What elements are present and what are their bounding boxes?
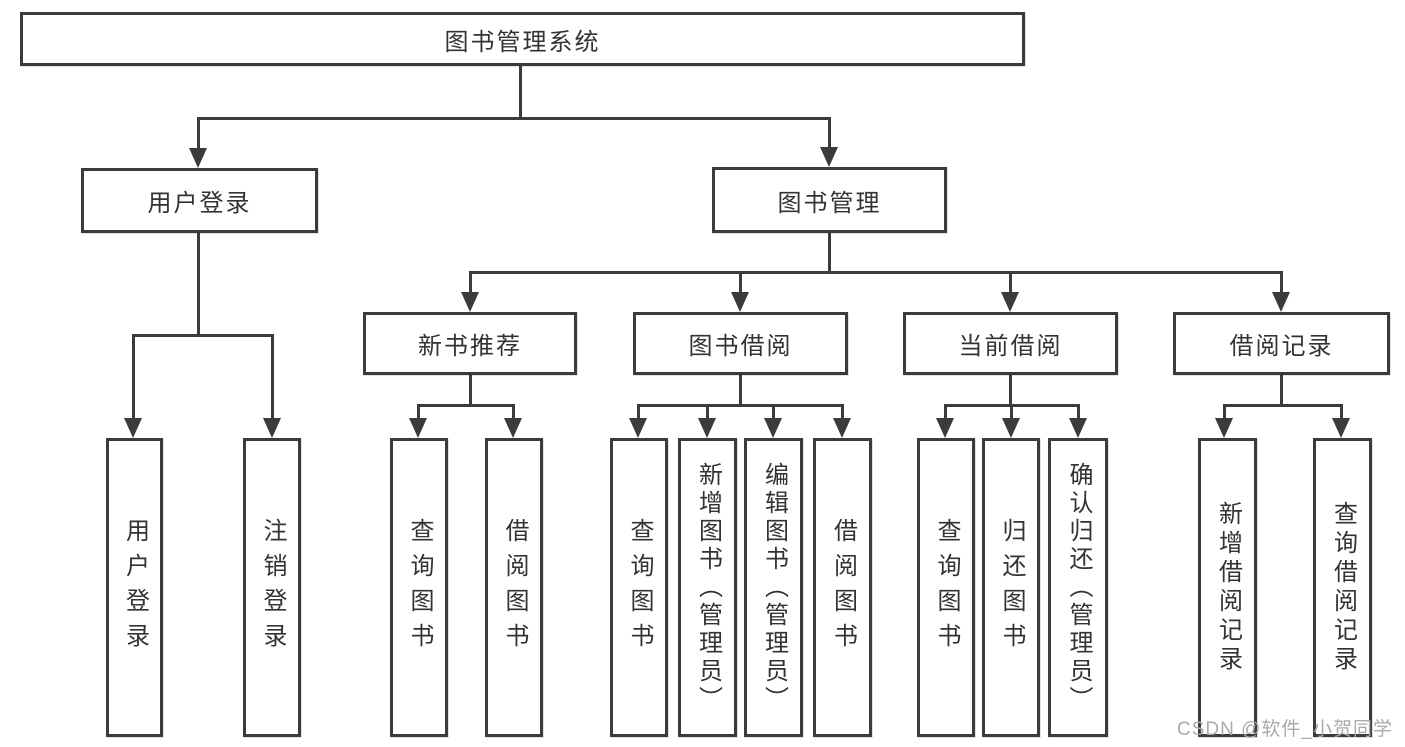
connector-line <box>1009 271 1012 295</box>
leaf-user-login: 用户登录 <box>106 438 163 737</box>
arrow-down-icon <box>263 418 281 438</box>
connector-line <box>417 404 515 407</box>
arrow-down-icon <box>698 418 716 438</box>
arrow-down-icon <box>764 418 782 438</box>
leaf-query-books-current: 查询图书 <box>917 438 975 737</box>
arrow-down-icon <box>936 418 954 438</box>
arrow-down-icon <box>409 418 427 438</box>
connector-line <box>469 271 472 295</box>
connector-line <box>1223 404 1343 407</box>
leaf-add-borrow-record: 新增借阅记录 <box>1198 438 1257 737</box>
connector-line <box>739 271 742 295</box>
arrow-down-icon <box>1002 418 1020 438</box>
node-user-login: 用户登录 <box>81 168 318 233</box>
connector-line <box>197 233 200 337</box>
node-borrowing-records: 借阅记录 <box>1173 312 1390 375</box>
connector-line <box>1077 404 1080 420</box>
connector-line <box>1280 271 1283 295</box>
leaf-logout-login: 注销登录 <box>243 438 301 737</box>
arrow-down-icon <box>629 418 647 438</box>
arrow-down-icon <box>820 147 838 167</box>
leaf-query-books-borrow: 查询图书 <box>610 438 668 737</box>
connector-line <box>828 117 831 150</box>
arrow-down-icon <box>189 148 207 168</box>
connector-line <box>828 233 831 274</box>
leaf-borrow-books: 借阅图书 <box>813 438 872 737</box>
arrow-down-icon <box>1215 418 1233 438</box>
leaf-edit-book-admin: 编辑图书（管理员） <box>744 438 803 737</box>
connector-line <box>706 404 709 420</box>
node-root: 图书管理系统 <box>20 12 1025 66</box>
connector-line <box>519 66 522 118</box>
connector-line <box>132 334 274 337</box>
connector-line <box>469 375 472 407</box>
connector-line <box>417 404 420 420</box>
leaf-query-books-recommend: 查询图书 <box>390 438 448 737</box>
arrow-down-icon <box>1001 292 1019 312</box>
connector-line <box>132 334 135 420</box>
arrow-down-icon <box>1069 418 1087 438</box>
leaf-add-book-admin: 新增图书（管理员） <box>678 438 737 737</box>
connector-line <box>841 404 844 420</box>
arrow-down-icon <box>504 418 522 438</box>
leaf-query-borrow-record: 查询借阅记录 <box>1313 438 1372 737</box>
connector-line <box>739 375 742 407</box>
arrow-down-icon <box>833 418 851 438</box>
connector-line <box>271 334 274 420</box>
connector-line <box>637 404 640 420</box>
connector-line <box>1280 375 1283 407</box>
connector-line <box>512 404 515 420</box>
connector-line <box>197 117 200 151</box>
leaf-return-books: 归还图书 <box>982 438 1040 737</box>
connector-line <box>772 404 775 420</box>
connector-line <box>637 404 844 407</box>
connector-line <box>1010 404 1013 420</box>
leaf-confirm-return-admin: 确认归还（管理员） <box>1048 438 1108 737</box>
connector-line <box>1009 375 1012 407</box>
node-book-borrowing: 图书借阅 <box>633 312 848 375</box>
arrow-down-icon <box>1332 418 1350 438</box>
arrow-down-icon <box>124 418 142 438</box>
connector-line <box>469 271 1283 274</box>
arrow-down-icon <box>461 292 479 312</box>
node-current-borrowing: 当前借阅 <box>903 312 1118 375</box>
connector-line <box>944 404 947 420</box>
leaf-borrow-books-recommend: 借阅图书 <box>485 438 543 737</box>
csdn-watermark: CSDN @软件_小贺同学 <box>1177 719 1393 740</box>
arrow-down-icon <box>1272 292 1290 312</box>
connector-line <box>197 117 831 120</box>
node-new-book-recommendation: 新书推荐 <box>363 312 577 375</box>
node-book-management: 图书管理 <box>712 167 947 233</box>
connector-line <box>1223 404 1226 420</box>
connector-line <box>1340 404 1343 420</box>
arrow-down-icon <box>731 292 749 312</box>
